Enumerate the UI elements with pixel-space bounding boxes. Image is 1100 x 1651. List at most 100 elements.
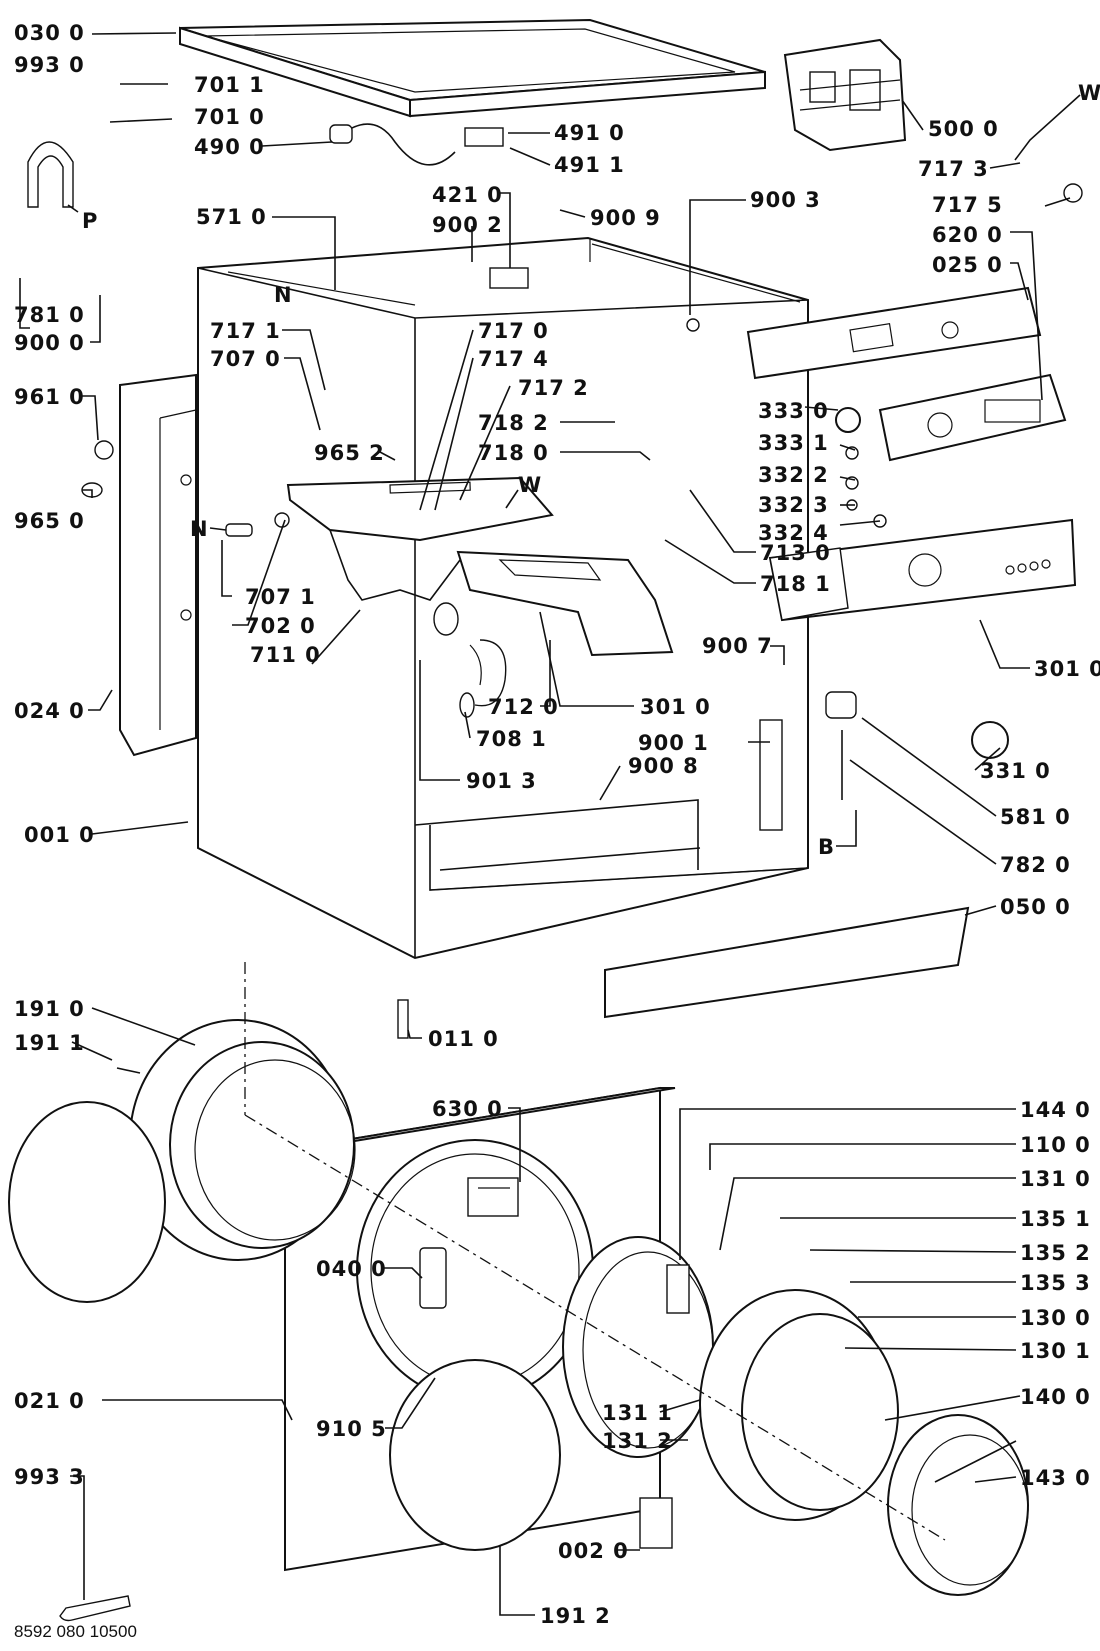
label-620-0: 620 0 [932, 223, 1003, 247]
label-002-0: 002 0 [558, 1539, 629, 1563]
kick-plate [604, 906, 970, 1019]
mains-plug [329, 124, 353, 144]
label-024-0: 024 0 [14, 699, 85, 723]
label-001-0: 001 0 [24, 823, 95, 847]
label-490-0: 490 0 [194, 135, 265, 159]
filter-door [389, 1359, 561, 1551]
label-040-0: 040 0 [316, 1257, 387, 1281]
door-outer-frame [887, 1414, 1029, 1596]
service-flap [639, 1497, 673, 1549]
main-pcb [746, 286, 1042, 380]
filler-nozzle [225, 523, 253, 537]
document-code: 8592 080 10500 [14, 1622, 137, 1641]
label-191-1: 191 1 [14, 1031, 85, 1055]
label-n-upper: N [274, 283, 293, 307]
label-581-0: 581 0 [1000, 805, 1071, 829]
label-130-1: 130 1 [1020, 1339, 1091, 1363]
label-712-0: 712 0 [488, 695, 559, 719]
programmer-module [783, 38, 907, 152]
label-717-3: 717 3 [918, 157, 989, 181]
label-144-0: 144 0 [1020, 1098, 1091, 1122]
label-965-2: 965 2 [314, 441, 385, 465]
label-332-4: 332 4 [758, 521, 829, 545]
label-333-0: 333 0 [758, 399, 829, 423]
label-901-3: 901 3 [466, 769, 537, 793]
label-500-0: 500 0 [928, 117, 999, 141]
label-701-0: 701 0 [194, 105, 265, 129]
label-900-7: 900 7 [702, 634, 773, 658]
hose-bracket [759, 719, 783, 831]
door-handle [419, 1247, 447, 1309]
label-w-mid: W [518, 473, 542, 497]
label-701-1: 701 1 [194, 73, 265, 97]
label-993-0: 993 0 [14, 53, 85, 77]
label-135-3: 135 3 [1020, 1271, 1091, 1295]
interference-filter [464, 127, 504, 147]
label-191-2: 191 2 [540, 1604, 611, 1628]
label-140-0: 140 0 [1020, 1385, 1091, 1409]
label-900-3: 900 3 [750, 188, 821, 212]
label-143-0: 143 0 [1020, 1466, 1091, 1490]
label-021-0: 021 0 [14, 1389, 85, 1413]
door-seal [129, 1019, 356, 1261]
label-191-0: 191 0 [14, 997, 85, 1021]
label-421-0: 421 0 [432, 183, 503, 207]
timer-knob [971, 721, 1009, 759]
label-713-0: 713 0 [760, 541, 831, 565]
control-pcb [878, 373, 1067, 462]
seal-spring [116, 1067, 141, 1074]
label-910-5: 910 5 [316, 1417, 387, 1441]
label-702-0: 702 0 [245, 614, 316, 638]
label-711-0: 711 0 [250, 643, 321, 667]
label-900-0: 900 0 [14, 331, 85, 355]
leader-lines [19, 32, 1081, 1616]
dispenser-hose [459, 639, 507, 718]
label-718-1: 718 1 [760, 572, 831, 596]
label-301-0-drawer: 301 0 [640, 695, 711, 719]
pressure-switch [825, 691, 857, 719]
label-025-0: 025 0 [932, 253, 1003, 277]
label-993-3: 993 3 [14, 1465, 85, 1489]
label-717-2: 717 2 [518, 376, 589, 400]
label-718-2: 718 2 [478, 411, 549, 435]
filler-connector [274, 512, 290, 528]
label-011-0: 011 0 [428, 1027, 499, 1051]
door-glass-frame [699, 1289, 899, 1521]
power-cable [344, 123, 456, 166]
label-b: B [818, 835, 835, 859]
side-panel [119, 373, 197, 757]
label-717-4: 717 4 [478, 347, 549, 371]
label-707-1: 707 1 [245, 585, 316, 609]
label-630-0: 630 0 [432, 1097, 503, 1121]
label-571-0: 571 0 [196, 205, 267, 229]
label-718-0: 718 0 [478, 441, 549, 465]
suppression-coil [27, 141, 74, 208]
label-491-0: 491 0 [554, 121, 625, 145]
label-717-5: 717 5 [932, 193, 1003, 217]
label-717-0: 717 0 [478, 319, 549, 343]
label-707-0: 707 0 [210, 347, 281, 371]
hose-clamp [433, 602, 459, 636]
label-331-0: 331 0 [980, 759, 1051, 783]
pump-motor [94, 440, 114, 460]
axis-line [244, 1114, 946, 1541]
cabinet-body [197, 236, 809, 960]
label-717-1: 717 1 [210, 319, 281, 343]
label-961-0: 961 0 [14, 385, 85, 409]
label-131-0: 131 0 [1020, 1167, 1091, 1191]
label-332-2: 332 2 [758, 463, 829, 487]
spanner-tool [59, 1595, 131, 1622]
label-900-2: 900 2 [432, 213, 503, 237]
door-lock [467, 1177, 519, 1217]
label-135-2: 135 2 [1020, 1241, 1091, 1265]
label-050-0: 050 0 [1000, 895, 1071, 919]
adjust-foot [397, 999, 409, 1039]
seal-front [8, 1101, 166, 1303]
label-965-0: 965 0 [14, 509, 85, 533]
label-131-2: 131 2 [602, 1429, 673, 1453]
label-131-1: 131 1 [602, 1401, 673, 1425]
label-781-0: 781 0 [14, 303, 85, 327]
rotary-switch [1063, 183, 1083, 203]
small-clip [686, 318, 700, 332]
